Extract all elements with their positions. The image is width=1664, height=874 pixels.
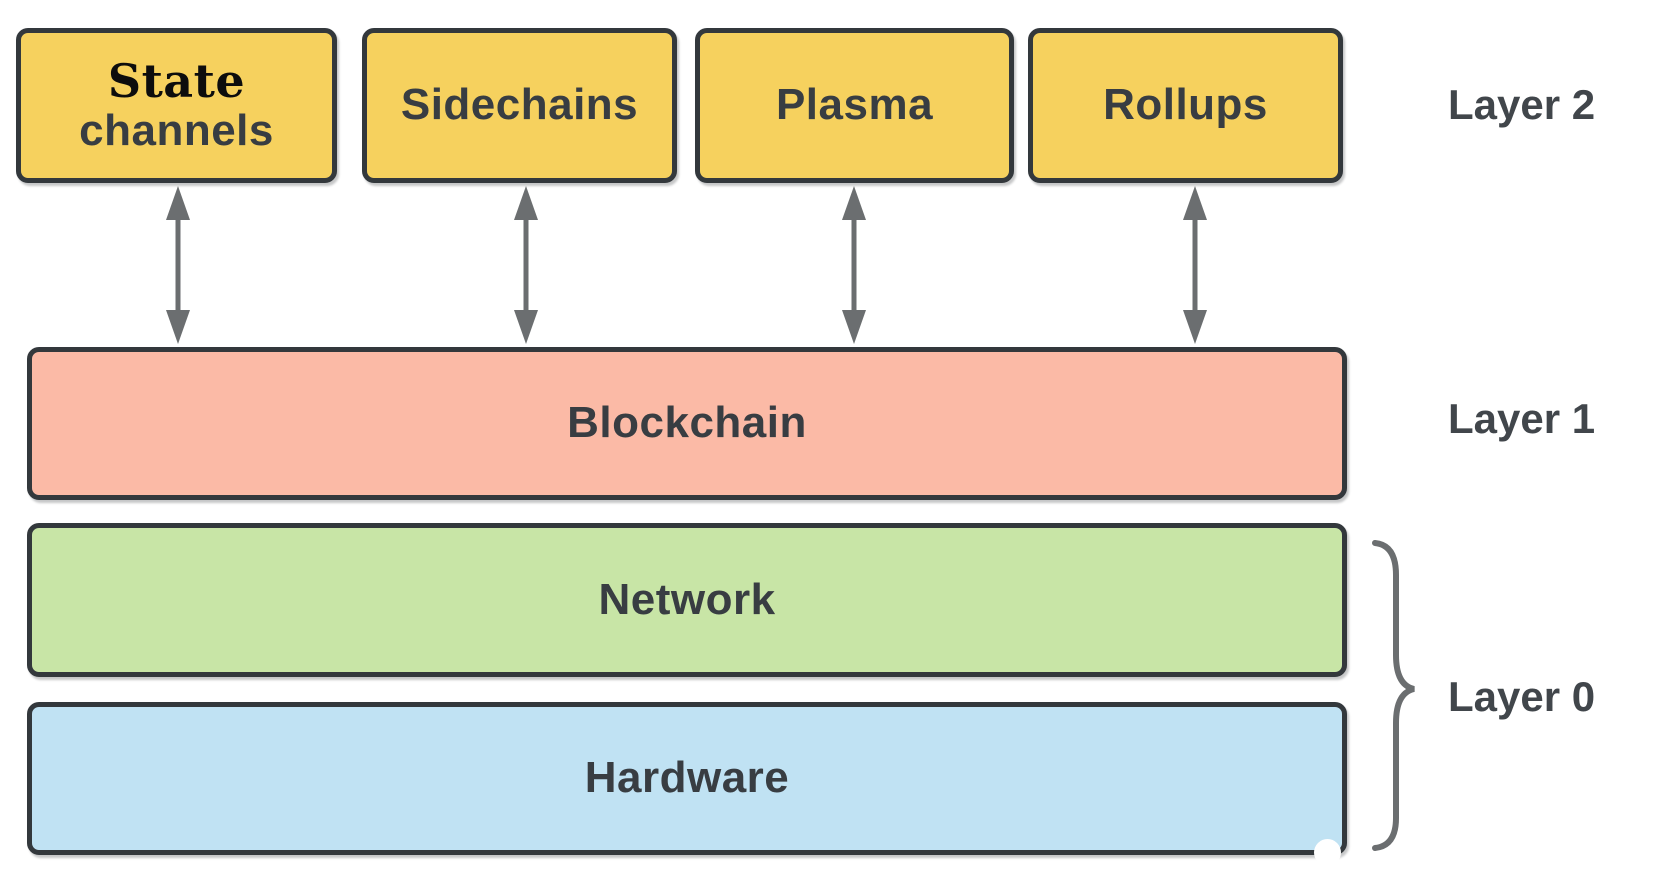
state-channels-line1: State [107,54,246,108]
blockchain-box: Blockchain [27,347,1347,500]
double-arrow-icon [1183,186,1207,344]
rollups-box: Rollups [1028,28,1343,183]
network-box: Network [27,523,1347,677]
layer-0-label: Layer 0 [1448,673,1596,720]
double-arrow-icon [514,186,538,344]
rollups-label: Rollups [1103,80,1268,130]
layer-1-label: Layer 1 [1448,395,1596,442]
curly-brace-icon [1372,540,1415,851]
double-arrow-icon [842,186,866,344]
blockchain-label: Blockchain [567,398,807,448]
sidechains-box: Sidechains [362,28,677,183]
watermark-notch [1314,839,1341,866]
state-channels-box: State channels [16,28,337,183]
sidechains-label: Sidechains [400,80,639,130]
state-channels-label: State channels [79,56,274,155]
hardware-box: Hardware [27,702,1347,855]
layer-2-label: Layer 2 [1448,81,1596,128]
plasma-label: Plasma [775,80,934,130]
plasma-box: Plasma [695,28,1014,183]
double-arrow-icon [166,186,190,344]
network-label: Network [598,574,776,624]
state-channels-line2: channels [79,105,274,155]
hardware-label: Hardware [584,753,790,803]
